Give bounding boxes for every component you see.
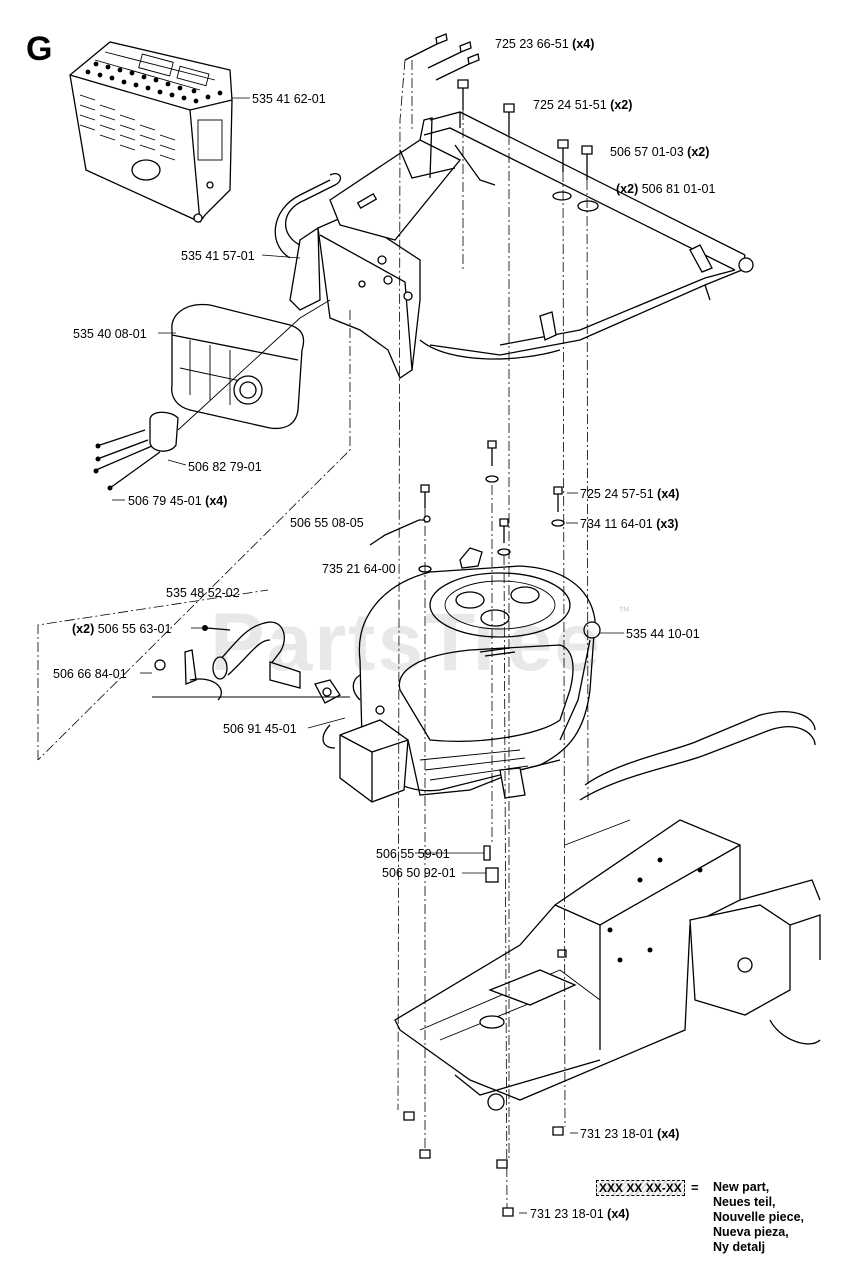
part-label: (x2) 506 55 63-01	[72, 622, 172, 636]
part-label: 731 23 18-01 (x4)	[530, 1207, 630, 1221]
part-label: 731 23 18-01 (x4)	[580, 1127, 680, 1141]
part-label: 506 82 79-01	[188, 460, 262, 474]
legend-line: Ny detalj	[713, 1240, 766, 1254]
part-label: 535 44 10-01	[626, 627, 700, 641]
part-label: 506 91 45-01	[223, 722, 297, 736]
alignment-lines	[37, 59, 589, 1209]
leader-lines	[112, 97, 624, 1214]
part-label: 506 66 84-01	[53, 667, 127, 681]
fasteners-drawing	[369, 33, 593, 1217]
part-label: 535 41 57-01	[181, 249, 255, 263]
part-label: (x2) 506 81 01-01	[616, 182, 716, 196]
legend-equals: =	[691, 1180, 699, 1195]
part-label: 725 23 66-51 (x4)	[495, 37, 595, 51]
part-label: 506 50 92-01	[382, 866, 456, 880]
section-letter: G	[26, 30, 53, 68]
part-label: 725 24 51-51 (x2)	[533, 98, 633, 112]
part-label: 506 55 08-05	[290, 516, 364, 530]
upper-frame-drawing	[419, 111, 754, 360]
air-filter-cover-drawing	[69, 41, 233, 223]
engine-drawing	[322, 547, 601, 803]
part-label: 506 57 01-03 (x2)	[610, 145, 710, 159]
legend-line: Neues teil,	[713, 1195, 776, 1209]
muffler-drawing	[93, 299, 331, 491]
legend-text: New part, Neues teil, Nouvelle piece, Nu…	[713, 1180, 804, 1255]
trademark-symbol: ™	[618, 604, 630, 618]
part-label: 506 55 59-01	[376, 847, 450, 861]
legend-line: New part,	[713, 1180, 770, 1194]
legend-line: Nouvelle piece,	[713, 1210, 805, 1224]
exhaust-pipe-drawing	[152, 621, 350, 704]
part-label: 535 48 52-02	[166, 586, 240, 600]
chassis-frame-drawing	[394, 711, 821, 1111]
engine-bracket-drawing	[274, 117, 462, 379]
legend-sample: XXX XX XX-XX	[596, 1180, 685, 1196]
legend-line: Nueva pieza,	[713, 1225, 789, 1239]
watermark: PartsTree	[210, 597, 602, 688]
part-label: 735 21 64-00	[322, 562, 396, 576]
part-label: 535 40 08-01	[73, 327, 147, 341]
part-label: 535 41 62-01	[252, 92, 326, 106]
part-label: 734 11 64-01 (x3)	[580, 517, 679, 531]
part-label: 725 24 57-51 (x4)	[580, 487, 680, 501]
part-label: 506 79 45-01 (x4)	[128, 494, 228, 508]
